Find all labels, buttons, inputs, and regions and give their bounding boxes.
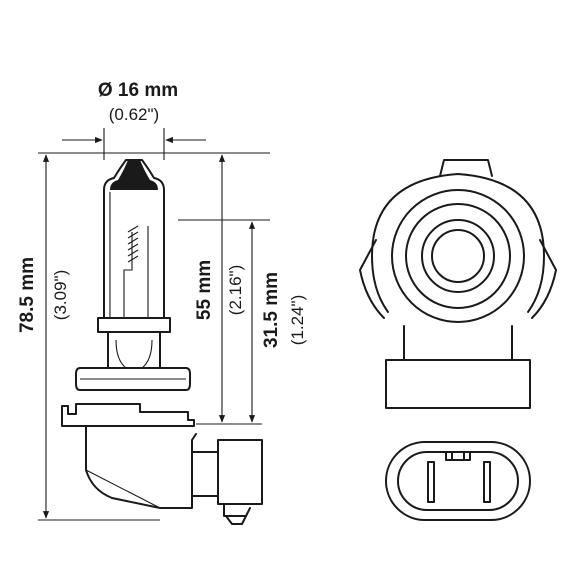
diameter-mm-label: Ø 16 mm bbox=[98, 80, 178, 101]
connector-face-view bbox=[385, 441, 531, 521]
right-tab bbox=[531, 239, 557, 319]
overall-length-inch-label: (3.09") bbox=[51, 270, 70, 320]
rear-connector bbox=[385, 359, 531, 409]
side-view bbox=[61, 159, 263, 525]
connector-face-inner bbox=[397, 451, 519, 511]
overall-length-mm-label: 78.5 mm bbox=[17, 257, 38, 333]
connector bbox=[217, 439, 263, 505]
connector-key bbox=[445, 451, 471, 461]
filament-height-inch-label: (1.24") bbox=[288, 295, 307, 345]
light-center-mm-label: 55 mm bbox=[194, 260, 215, 320]
light-center-inch-label: (2.16") bbox=[226, 265, 245, 315]
dimension-lines bbox=[38, 128, 270, 521]
filament-support bbox=[123, 226, 149, 318]
black-tip bbox=[110, 160, 158, 190]
connector-face-outer bbox=[385, 441, 531, 521]
rear-ring-core bbox=[431, 229, 485, 283]
base-plate bbox=[61, 403, 195, 427]
left-tab bbox=[359, 239, 385, 319]
rear-ring-mid bbox=[405, 203, 511, 309]
terminal-right bbox=[483, 461, 491, 503]
top-tab bbox=[439, 159, 493, 177]
base-body bbox=[85, 425, 197, 509]
rear-neck bbox=[403, 325, 513, 361]
terminal-left bbox=[427, 461, 435, 503]
flange bbox=[75, 367, 191, 391]
filament-height-mm-label: 31.5 mm bbox=[261, 272, 282, 348]
rear-view bbox=[359, 159, 557, 409]
rear-ring-outer bbox=[391, 189, 525, 323]
rear-outer-body bbox=[371, 173, 545, 313]
filament-coil bbox=[127, 225, 139, 263]
diameter-inch-label: (0.62") bbox=[109, 105, 159, 124]
rear-ring-inner bbox=[421, 219, 495, 293]
collar bbox=[97, 317, 171, 333]
